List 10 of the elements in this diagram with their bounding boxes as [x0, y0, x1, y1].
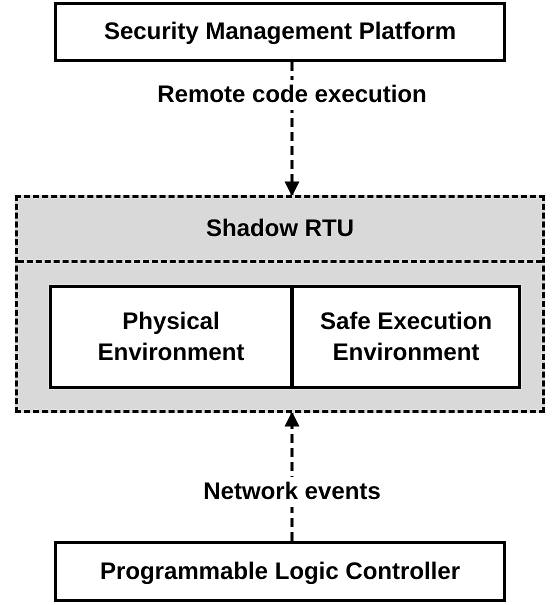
box-label: Physical Environment [96, 306, 246, 368]
process-box [54, 2, 506, 62]
box-label: Safe Execution Environment [318, 306, 494, 368]
box-label: Programmable Logic Controller [100, 556, 460, 587]
container-title: Shadow RTU [206, 214, 354, 244]
process-box [291, 285, 521, 389]
box-label: Security Management Platform [104, 17, 456, 48]
process-box [49, 285, 293, 389]
container-box [15, 195, 545, 413]
process-box [54, 541, 506, 602]
